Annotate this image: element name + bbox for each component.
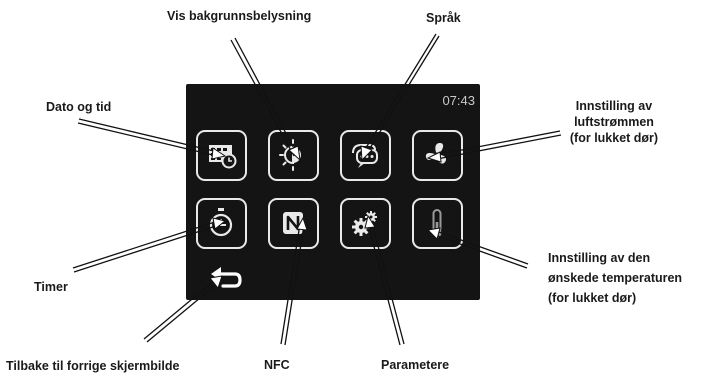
arrowhead-back [209, 275, 223, 290]
callout-line-parameters-b [371, 222, 405, 345]
label-backlight: Vis bakgrunnsbelysning [167, 9, 312, 23]
arrowhead-nfc [296, 216, 308, 231]
label-parameters: Parametere [381, 358, 450, 372]
temperature-button[interactable] [412, 198, 463, 249]
callout-line-language [363, 33, 437, 152]
callout-line-airflow [435, 130, 561, 156]
callout-line-nfc-b [284, 224, 305, 346]
arrowhead-backlight [288, 145, 301, 162]
callout-line-date-time-b [77, 122, 218, 157]
label-airflow-line3: (for lukket dør) [569, 131, 659, 145]
label-temperature-line3: (for lukket dør) [548, 291, 637, 305]
label-nfc: NFC [264, 358, 290, 372]
label-back: Tilbake til forrige skjermbilde [6, 359, 180, 373]
callout-line-temperature-b [434, 234, 528, 269]
arrowhead-language [360, 145, 373, 162]
label-temperature-line2: ønskede temperaturen [548, 271, 683, 285]
label-timer: Timer [34, 280, 68, 294]
callout-line-timer-b [73, 224, 220, 273]
callout-line-temperature [435, 230, 529, 265]
callout-line-airflow-b [436, 134, 562, 160]
clock-readout: 07:43 [442, 93, 475, 108]
label-date-time: Dato og tid [46, 100, 112, 114]
label-language: Språk [426, 11, 461, 25]
label-airflow-line1: Innstilling av [575, 99, 653, 113]
arrowhead-temperature [426, 227, 441, 240]
arrowhead-airflow [426, 151, 442, 163]
callout-line-back [143, 279, 216, 340]
callout-line-timer [72, 220, 219, 269]
callout-line-language-b [366, 35, 440, 154]
arrowhead-parameters [364, 214, 376, 229]
device-screen [186, 84, 480, 300]
callout-line-back-b [146, 282, 219, 343]
callout-line-date-time [78, 118, 219, 153]
label-temperature: Innstilling av den ønskede temperaturen … [548, 248, 682, 308]
label-airflow: Innstilling av luftstrømmen (for lukket … [558, 98, 670, 146]
callout-line-nfc [280, 223, 301, 345]
arrowhead-date-time [211, 147, 227, 160]
arrowhead-timer [212, 217, 227, 230]
parameters-button[interactable] [340, 198, 391, 249]
label-airflow-line2: luftstrømmen [574, 115, 654, 129]
callout-line-backlight-b [234, 37, 298, 155]
callout-line-backlight [230, 39, 295, 157]
callout-line-parameters [367, 223, 401, 346]
label-temperature-line1: Innstilling av den [548, 251, 651, 265]
